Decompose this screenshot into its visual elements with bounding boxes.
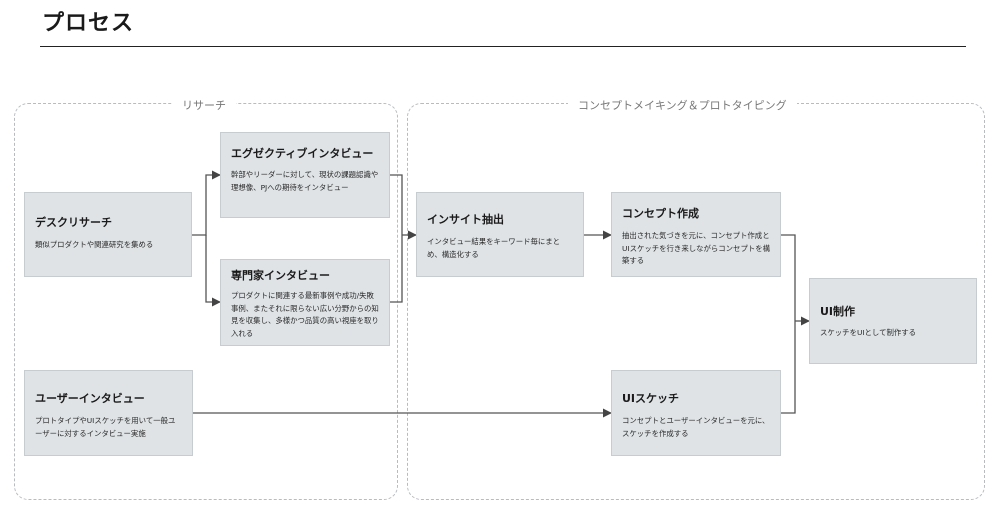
node-user-interview: ユーザーインタビュー プロトタイプやUIスケッチを用いて一般ユーザーに対するイン… (24, 370, 193, 456)
title-divider (40, 46, 966, 47)
node-expert-interview: 専門家インタビュー プロダクトに関連する最新事例や成功/失敗事例、またそれに限ら… (220, 259, 390, 346)
node-desc: インタビュー結果をキーワード毎にまとめ、構造化する (427, 237, 561, 259)
node-ui-production: UI制作 スケッチをUIとして制作する (809, 278, 977, 364)
node-title: ユーザーインタビュー (35, 392, 145, 405)
connector-desk-to-exec (192, 170, 221, 236)
node-title: インサイト抽出 (427, 213, 504, 226)
node-executive-interview: エグゼクティブインタビュー 幹部やリーダーに対して、現状の課題認識や理想像、PJ… (220, 132, 390, 218)
node-desc: 幹部やリーダーに対して、現状の課題認識や理想像、PJへの期待をインタビュー (231, 170, 379, 192)
concept-group-label: コンセプトメイキング＆プロトタイピング (568, 97, 797, 113)
node-desk-research: デスクリサーチ 類似プロダクトや関連研究を集める (24, 192, 192, 277)
node-desc: コンセプトとユーザーインタビューを元に、スケッチを作成する (622, 416, 770, 438)
node-desc: プロダクトに関連する最新事例や成功/失敗事例、またそれに限らない広い分野からの知… (231, 291, 379, 338)
node-title: UIスケッチ (622, 392, 680, 405)
node-title: コンセプト作成 (622, 207, 699, 220)
connector-exec-to-insight (390, 174, 403, 303)
connector-desk-to-expert (205, 235, 221, 307)
page-title: プロセス (42, 11, 135, 36)
node-title: デスクリサーチ (35, 216, 112, 229)
node-ui-sketch: UIスケッチ コンセプトとユーザーインタビューを元に、スケッチを作成する (611, 370, 781, 456)
research-group-label: リサーチ (172, 97, 236, 113)
node-title: エグゼクティブインタビュー (231, 147, 374, 160)
node-desc: プロトタイプやUIスケッチを用いて一般ユーザーに対するインタビュー実施 (35, 416, 176, 438)
node-desc: 類似プロダクトや関連研究を集める (35, 240, 154, 249)
connector-concept-to-ui (781, 234, 796, 414)
node-desc: スケッチをUIとして制作する (820, 328, 917, 337)
node-title: UI制作 (820, 305, 856, 318)
node-concept-creation: コンセプト作成 抽出された気づきを元に、コンセプト作成とUIスケッチを行き来しな… (611, 192, 781, 277)
node-title: 専門家インタビュー (231, 269, 330, 282)
node-insight-extraction: インサイト抽出 インタビュー結果をキーワード毎にまとめ、構造化する (416, 192, 584, 277)
node-desc: 抽出された気づきを元に、コンセプト作成とUIスケッチを行き来しながらコンセプトを… (622, 231, 771, 265)
